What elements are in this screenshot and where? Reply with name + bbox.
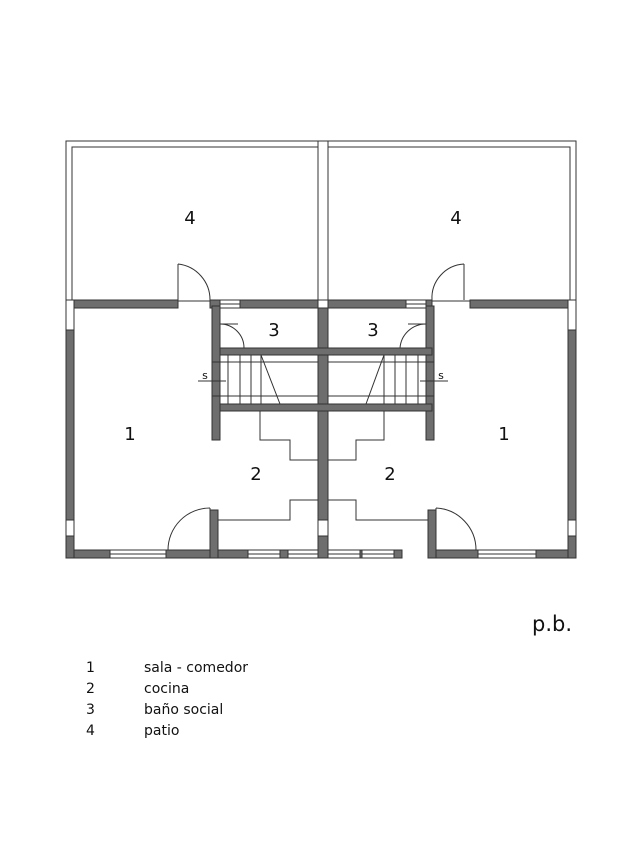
room-legend: 1 sala - comedor 2 cocina 3 baño social …	[86, 660, 248, 744]
legend-row: 2 cocina	[86, 681, 248, 702]
legend-number: 2	[86, 681, 95, 697]
legend-row: 3 baño social	[86, 702, 248, 723]
room-label-kitchen-right: 2	[384, 464, 395, 485]
patio-outline	[65, 140, 577, 302]
legend-number: 1	[86, 660, 95, 676]
windows	[109, 299, 537, 559]
room-label-patio-left: 4	[184, 208, 195, 229]
doors	[167, 263, 477, 551]
stairs	[198, 354, 448, 405]
room-label-kitchen-left: 2	[250, 464, 261, 485]
legend-text: patio	[144, 723, 180, 739]
legend-text: sala - comedor	[144, 660, 249, 676]
kitchen-counters	[218, 411, 428, 521]
floor-level-label: p.b.	[532, 612, 573, 636]
room-label-bath-right: 3	[367, 320, 378, 341]
floor-plan: 4 4 3 3 1 1 2 2 s s	[65, 140, 577, 559]
legend-number: 3	[86, 702, 95, 718]
room-label-living-right: 1	[498, 424, 509, 445]
legend-text: baño social	[144, 702, 224, 718]
legend-text: cocina	[144, 681, 190, 697]
legend-row: 1 sala - comedor	[86, 660, 248, 681]
room-label-bath-left: 3	[268, 320, 279, 341]
stair-mark-right: s	[438, 369, 444, 382]
legend-number: 4	[86, 723, 95, 739]
stair-mark-left: s	[202, 369, 208, 382]
room-label-living-left: 1	[124, 424, 135, 445]
legend-row: 4 patio	[86, 723, 248, 744]
columns	[65, 299, 577, 537]
room-label-patio-right: 4	[450, 208, 461, 229]
